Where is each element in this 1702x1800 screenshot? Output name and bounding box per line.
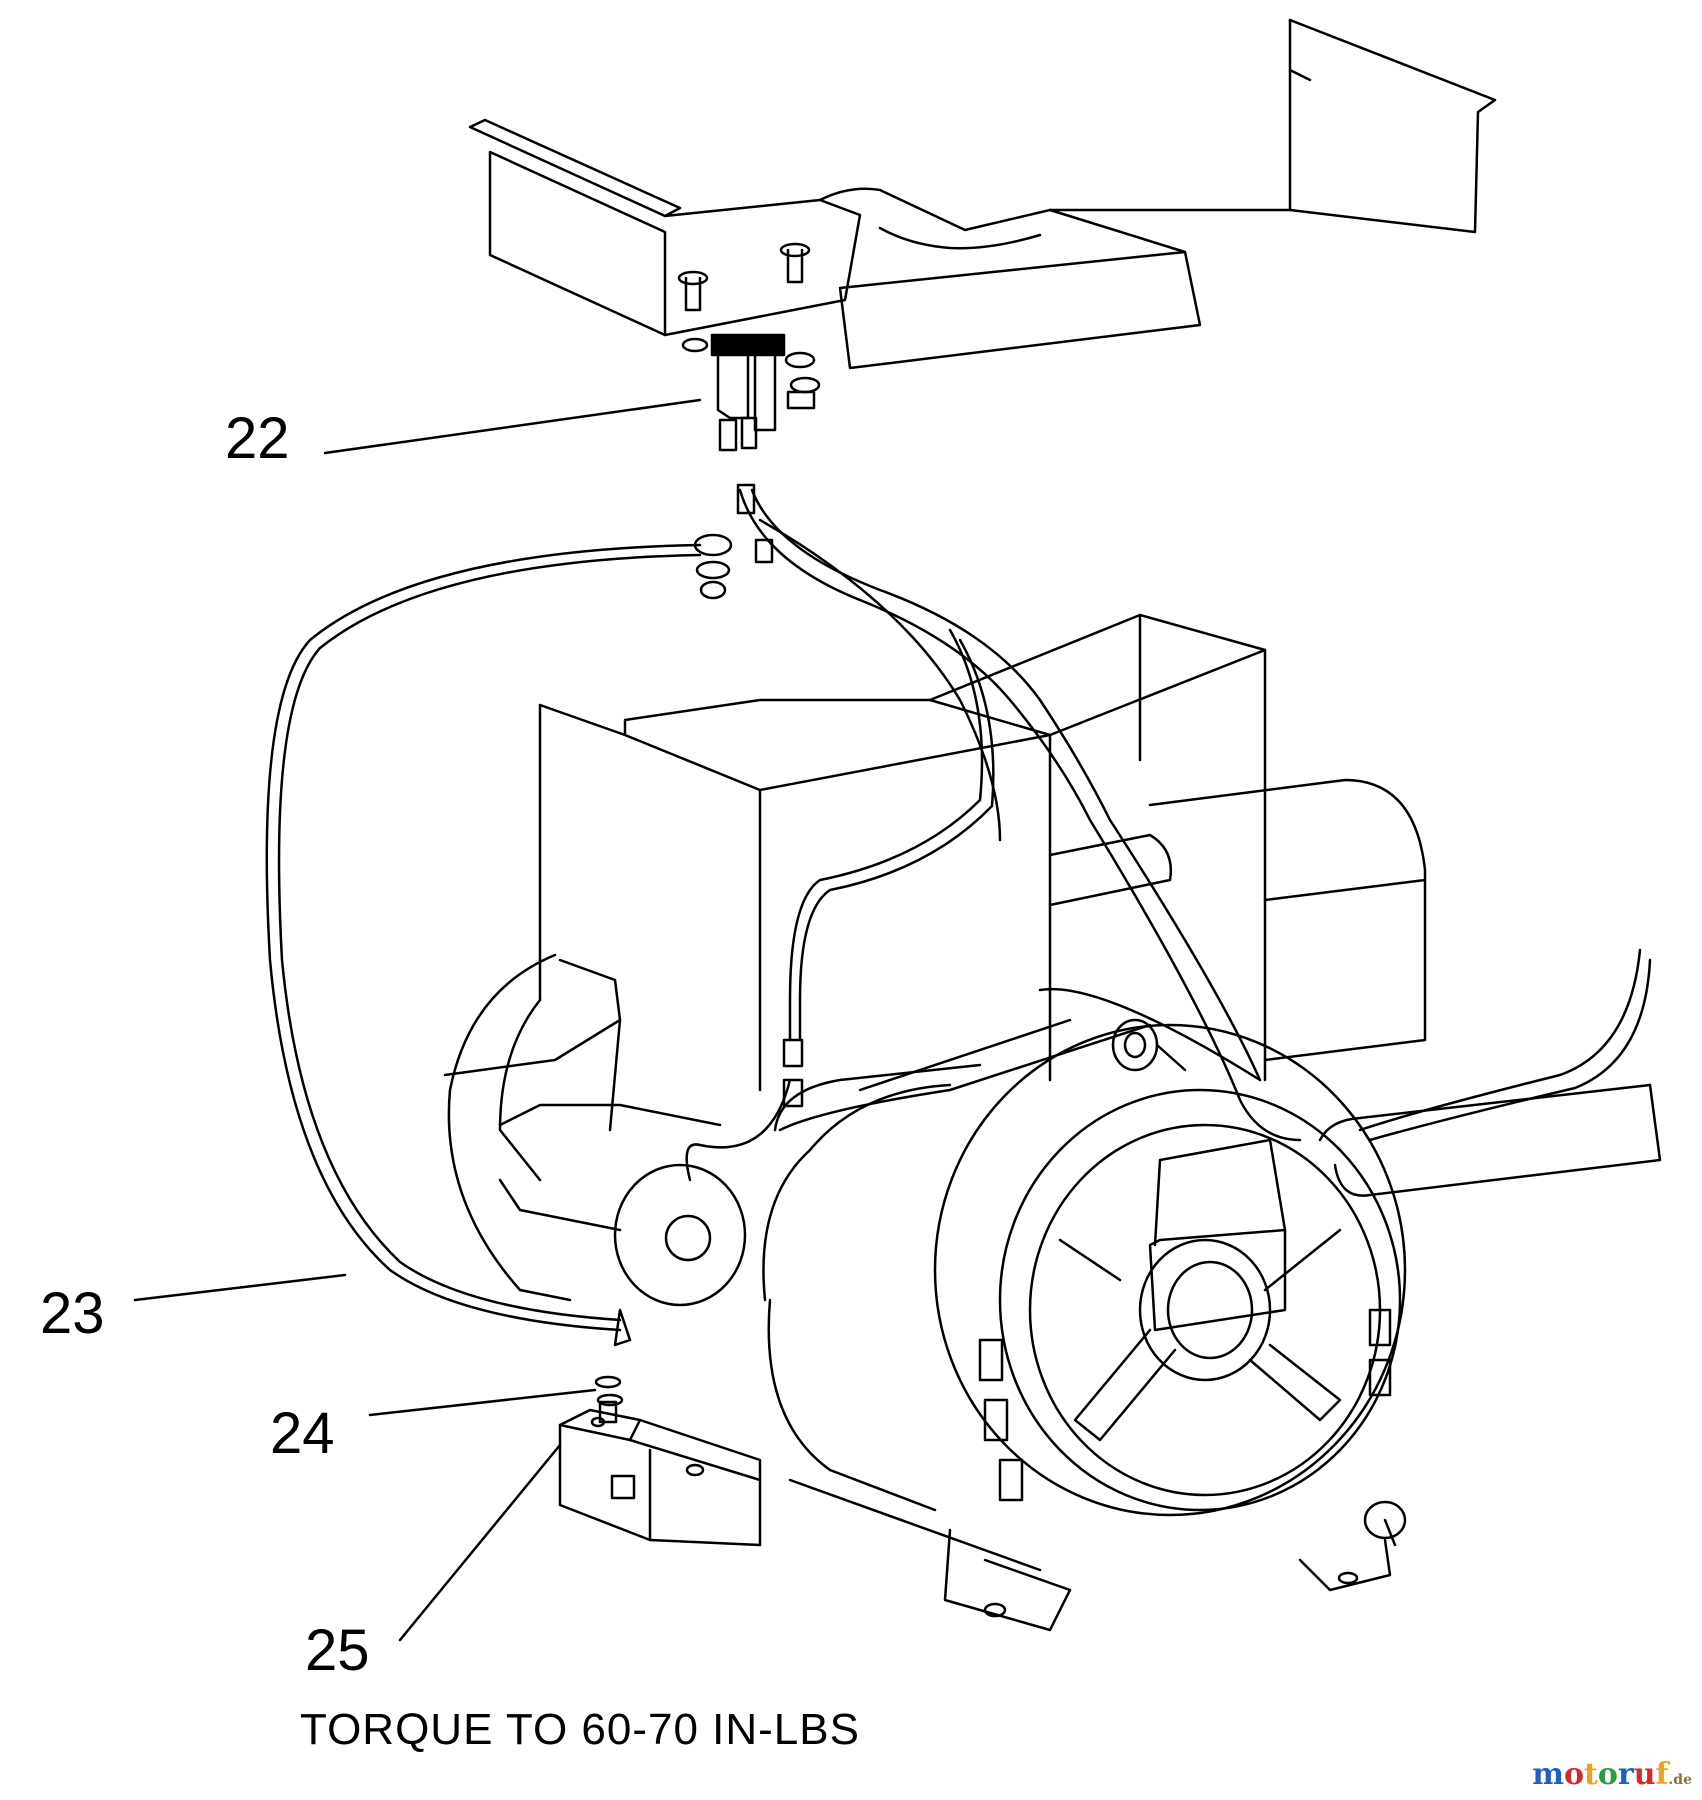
main-housing xyxy=(538,613,1427,1092)
watermark-letter: o xyxy=(1597,1757,1618,1792)
callout-24: 24 xyxy=(270,1401,335,1466)
terminal-block-part-25 xyxy=(558,1408,762,1547)
ring-terminals xyxy=(693,483,804,1108)
callout-25: 25 xyxy=(305,1618,370,1683)
torque-note: TORQUE TO 60-70 IN-LBS xyxy=(300,1705,860,1754)
leader-23 xyxy=(133,1273,347,1302)
callout-23: 23 xyxy=(40,1281,105,1346)
mounting-bracket xyxy=(468,18,1497,370)
screw-washer-part-24 xyxy=(594,1308,632,1424)
motor-feet xyxy=(943,1528,1392,1632)
watermark-letter: r xyxy=(1617,1757,1634,1792)
bracket-bolts xyxy=(677,242,811,312)
watermark-letter: t xyxy=(1584,1757,1598,1792)
leader-22 xyxy=(323,398,702,455)
corrugated-conduit xyxy=(1318,1083,1662,1197)
watermark-suffix: .de xyxy=(1668,1772,1692,1788)
relay-switch-part-22 xyxy=(681,333,821,452)
leader-24 xyxy=(368,1388,597,1417)
watermark-letter: m xyxy=(1532,1757,1564,1792)
wiring-harness xyxy=(265,488,1652,1332)
watermark: motoruf.de xyxy=(1532,1757,1692,1792)
fan-shroud xyxy=(443,953,622,1302)
watermark-letter: o xyxy=(1564,1757,1585,1792)
motor xyxy=(762,1018,1407,1572)
leader-lines xyxy=(133,398,702,1642)
callout-22: 22 xyxy=(225,406,290,471)
watermark-text: motoruf xyxy=(1532,1757,1668,1792)
watermark-letter: u xyxy=(1633,1757,1656,1792)
watermark-letter: f xyxy=(1655,1757,1669,1792)
starter-cylinder xyxy=(498,1103,747,1307)
leader-25 xyxy=(398,1443,562,1642)
grommet xyxy=(1111,1018,1187,1072)
